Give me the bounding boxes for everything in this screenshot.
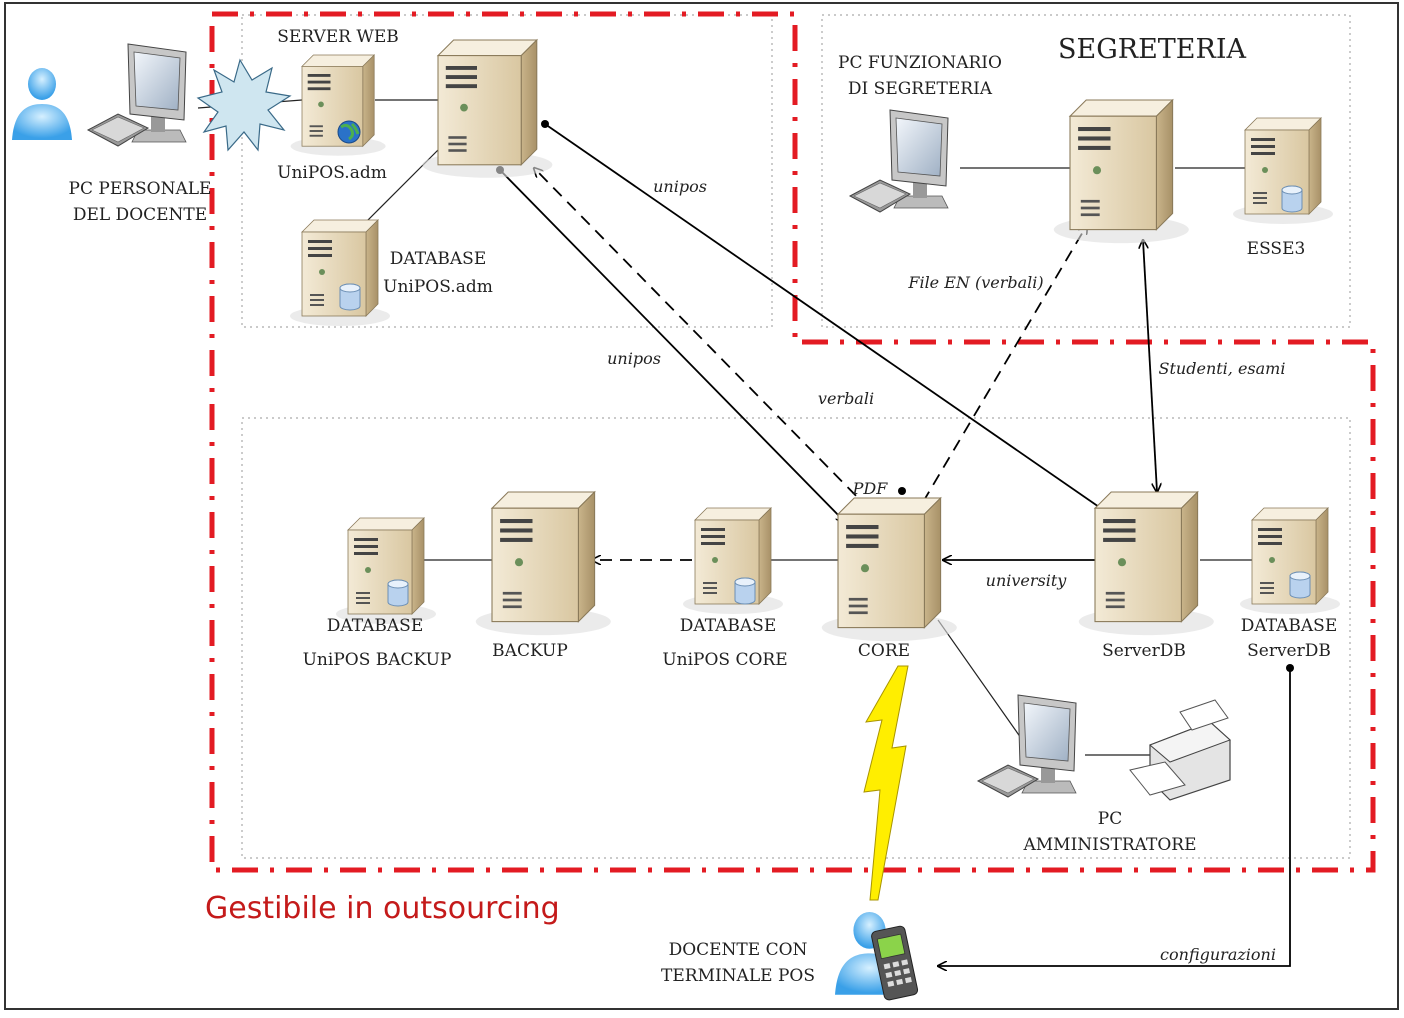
edge-label-configurazioni: configurazioni [1160, 945, 1276, 964]
edge-label-university: university [986, 571, 1068, 590]
unipos-adm-server-icon [290, 54, 387, 157]
serverdb-label: ServerDB [1102, 641, 1186, 661]
edge-label-pdf: PDF [852, 479, 889, 498]
backup-server-icon [475, 491, 612, 636]
docente-pos-label-2: TERMINALE POS [661, 966, 815, 986]
zone-segreteria [821, 14, 1351, 328]
docente-person-icon [12, 68, 72, 140]
internet-burst-icon [196, 58, 292, 152]
core-label: CORE [858, 641, 910, 661]
edge-label-file-en: File EN (verbali) [907, 273, 1043, 292]
frame [4, 2, 1399, 1010]
outsourcing-label: Gestibile in outsourcing [205, 891, 560, 926]
db-serverdb-server-icon [1239, 507, 1341, 615]
db-backup-server-icon [335, 517, 437, 625]
esse3-label: ESSE3 [1247, 239, 1306, 259]
db-serverdb-cylinder-icon [1289, 571, 1311, 599]
db-serverdb-label-2: ServerDB [1247, 641, 1331, 661]
db-core-label-1: DATABASE [680, 616, 777, 636]
docente-pc-icon [87, 43, 187, 147]
server-web-label: SERVER WEB [277, 27, 399, 47]
db-backup-label-1: DATABASE [327, 616, 424, 636]
core-server-icon [821, 497, 958, 642]
edge-label-studenti: Studenti, esami [1159, 359, 1286, 378]
pc-docente-label-1: PC PERSONALE [69, 179, 212, 199]
db-core-server-icon [682, 507, 784, 615]
db-backup-label-2: UniPOS BACKUP [303, 650, 452, 670]
admin-pc-icon [977, 694, 1077, 798]
zone-core [241, 417, 1351, 859]
pc-docente-label-2: DEL DOCENTE [73, 205, 207, 225]
unipos-adm-label: UniPOS.adm [277, 163, 387, 183]
db-adm-label-1: DATABASE [390, 249, 487, 269]
pos-terminal-icon [871, 925, 919, 1001]
web-server-icon [421, 39, 554, 179]
segreteria-title: SEGRETERIA [1058, 34, 1247, 65]
backup-label: BACKUP [492, 641, 568, 661]
pc-admin-label-2: AMMINISTRATORE [1022, 835, 1196, 855]
funzionario-pc-icon [849, 109, 949, 213]
db-adm-label-2: UniPOS.adm [383, 277, 493, 297]
printer-icon [1129, 699, 1231, 801]
docente-pos-label-1: DOCENTE CON [669, 940, 808, 960]
db-core-cylinder-icon [734, 577, 756, 605]
serverdb-server-icon [1078, 491, 1215, 636]
edge-label-unipos-top: unipos [653, 177, 707, 196]
db-adm-cylinder-icon [339, 283, 361, 311]
edge-label-unipos-left: unipos [607, 349, 661, 368]
edge-label-verbali: verbali [818, 389, 874, 408]
pc-funzionario-label-1: PC FUNZIONARIO [838, 53, 1002, 73]
segreteria-server-icon [1053, 99, 1190, 244]
pc-funzionario-label-2: DI SEGRETERIA [848, 79, 993, 99]
db-adm-server-icon [289, 219, 391, 327]
wireless-link-icon [863, 665, 909, 901]
db-backup-cylinder-icon [387, 579, 409, 607]
esse3-db-icon [1281, 185, 1303, 213]
db-serverdb-label-1: DATABASE [1241, 616, 1338, 636]
pc-admin-label-1: PC [1098, 809, 1122, 829]
db-core-label-2: UniPOS CORE [662, 650, 787, 670]
